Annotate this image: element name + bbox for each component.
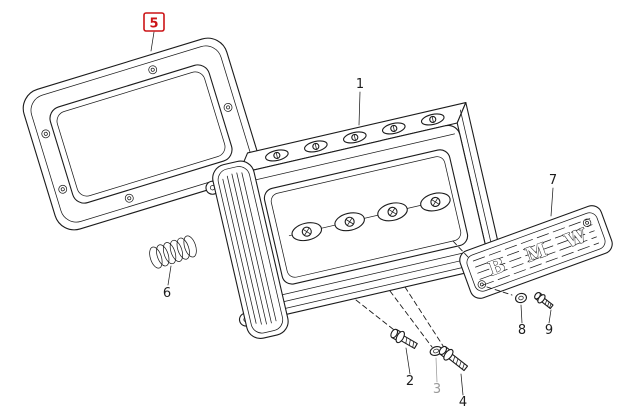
bolt-part-9 [534,291,554,310]
cover-bottom-ribs [272,248,485,312]
washer-part-8 [515,292,527,304]
plate-vent-slots [472,218,600,286]
gasket-outer-ring [22,37,260,231]
plate-letter-b: B [486,254,509,280]
callout-3[interactable]: 3 [433,382,441,397]
assembly-dashed-lines [355,240,513,353]
cover-top-bosses [265,113,445,162]
gasket-bolt-holes [41,65,233,203]
callout-5[interactable]: 5 [149,17,158,32]
leader-line-3 [435,357,438,383]
gasket-part [22,37,260,231]
callout-1[interactable]: 1 [356,77,364,92]
cover-end-flange [212,160,289,339]
callout-8[interactable]: 8 [518,323,526,338]
callout-6[interactable]: 6 [163,286,171,301]
callout-leader-lines [150,31,554,396]
callout-7[interactable]: 7 [549,173,557,188]
cover-panel-bosses [291,192,451,242]
bolt-part-2 [390,328,418,349]
spring-part [149,235,197,269]
callout-2[interactable]: 2 [406,374,414,389]
callout-4[interactable]: 4 [459,395,467,410]
bmw-plate-part: B M W [459,205,613,299]
callout-9[interactable]: 9 [545,323,553,338]
valve-cover-part [205,102,500,339]
bolt-part-4 [438,345,469,372]
selected-callout-box [143,12,165,32]
